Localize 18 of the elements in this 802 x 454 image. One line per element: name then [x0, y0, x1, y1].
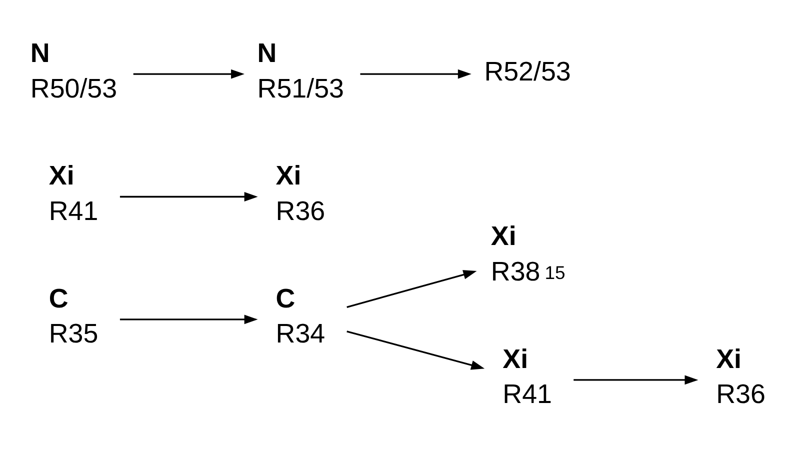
node-text: Xi R38: [490, 221, 540, 286]
node-text: R52/53: [484, 56, 571, 86]
arrow: [346, 330, 485, 370]
arrow: [360, 69, 472, 79]
node-text: N R50/53: [30, 38, 118, 104]
node-text: N R51/53: [257, 38, 344, 104]
arrow: [574, 375, 698, 385]
node-text: Xi R41: [48, 160, 98, 226]
node-text: C R35: [48, 283, 98, 349]
arrow: [133, 69, 244, 79]
node-text: Xi R36: [276, 160, 326, 226]
arrow: [120, 192, 258, 202]
node-text: Xi R36: [716, 344, 766, 410]
arrow: [346, 270, 477, 308]
node-label: 15: [544, 262, 566, 283]
node-text: C R34: [276, 283, 326, 349]
node-text: Xi R41: [502, 344, 552, 410]
arrow: [120, 314, 258, 324]
